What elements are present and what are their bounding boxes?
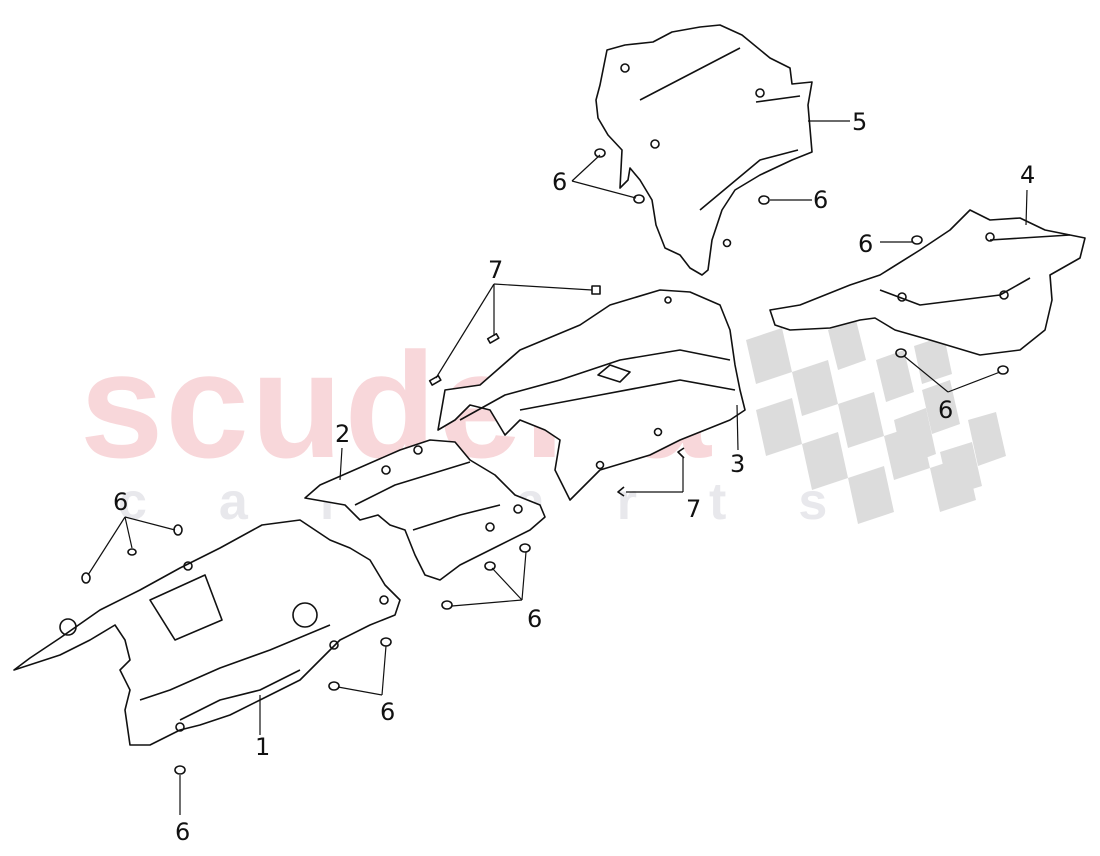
callout-part-6: 6	[527, 605, 543, 633]
fasteners	[81, 148, 1009, 775]
callout-part-6: 6	[380, 698, 396, 726]
callout-part-2: 2	[335, 420, 351, 448]
callout-part-6: 6	[175, 818, 191, 846]
part-1-heat-shield[interactable]	[13, 519, 401, 746]
callout-part-7: 7	[686, 495, 702, 523]
callout-part-6: 6	[858, 230, 874, 258]
part-5-heat-shield[interactable]	[595, 24, 813, 276]
part-2-heat-shield[interactable]	[304, 439, 546, 581]
callout-part-6: 6	[113, 488, 129, 516]
callout-part-6: 6	[813, 186, 829, 214]
part-3-heat-shield[interactable]	[437, 289, 746, 501]
leader-lines	[87, 120, 1028, 815]
callout-part-6: 6	[552, 168, 568, 196]
callout-part-7: 7	[488, 256, 504, 284]
callout-part-3: 3	[730, 450, 746, 478]
callout-part-4: 4	[1020, 161, 1036, 189]
part-4-heat-shield[interactable]	[769, 209, 1086, 356]
callout-part-6: 6	[938, 396, 954, 424]
callout-part-5: 5	[852, 108, 868, 136]
callout-part-1: 1	[255, 733, 271, 761]
